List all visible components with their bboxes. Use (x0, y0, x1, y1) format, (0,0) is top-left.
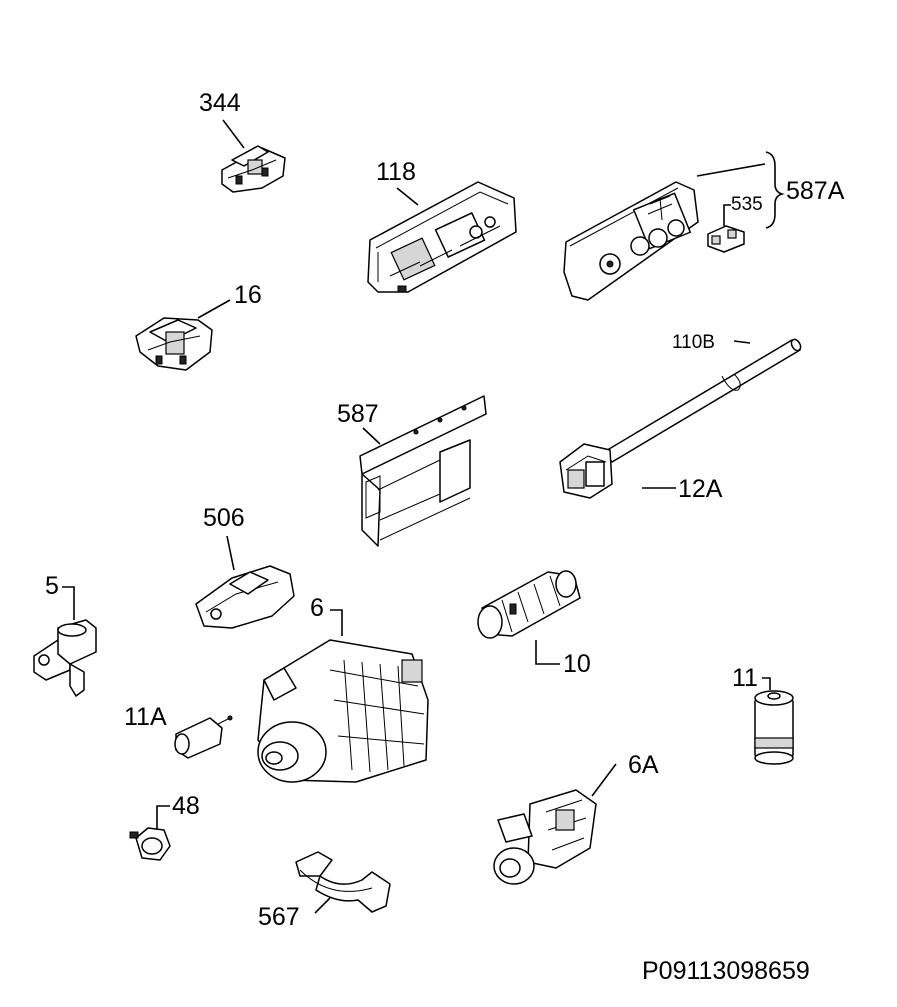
part-6A-drain-pump (493, 789, 597, 885)
label-16: 16 (234, 281, 262, 309)
leader-48 (156, 805, 170, 830)
part-118-control-board (367, 181, 517, 293)
part-12A-pressure-switch (559, 443, 613, 499)
part-11-cylinder (754, 690, 794, 765)
label-10: 10 (563, 650, 591, 678)
label-587: 587 (337, 400, 379, 428)
part-10-heater (477, 570, 581, 639)
part-535-connector (707, 225, 745, 253)
label-110B: 110B (672, 332, 715, 353)
leader-6 (330, 609, 343, 636)
part-16-door-lock (135, 317, 213, 371)
label-6: 6 (310, 594, 324, 622)
part-344-switch (221, 145, 286, 193)
part-5-valve (33, 619, 97, 697)
part-11A-capacitor (174, 715, 233, 759)
label-535: 535 (731, 194, 763, 215)
label-6A: 6A (628, 751, 659, 779)
label-344: 344 (199, 89, 241, 117)
part-6-motor (257, 639, 429, 783)
label-5: 5 (45, 572, 59, 600)
drawing-code: P09113098659 (642, 957, 810, 985)
label-587A: 587A (786, 177, 845, 205)
label-48: 48 (172, 792, 200, 820)
leader-6A (591, 763, 617, 797)
leader-567 (314, 897, 331, 914)
leader-344 (222, 119, 245, 149)
leader-535 (723, 204, 731, 226)
bracket-587A (765, 151, 785, 229)
leader-506 (226, 535, 235, 571)
label-12A: 12A (678, 475, 723, 503)
part-587A-display-board (563, 181, 699, 301)
part-110B-pressure-hose (603, 338, 802, 463)
leader-16 (197, 299, 231, 319)
leader-10 (535, 640, 560, 665)
label-11: 11 (732, 664, 758, 692)
label-506: 506 (203, 504, 245, 532)
part-587-bracket (359, 395, 487, 547)
leader-11 (762, 677, 771, 690)
label-118: 118 (376, 158, 416, 186)
part-567-holder (295, 851, 391, 913)
part-506-cover (195, 565, 295, 629)
leader-587A-board (696, 163, 766, 177)
leader-118 (396, 187, 419, 206)
leader-587 (362, 427, 381, 445)
leader-5 (62, 586, 75, 620)
leader-110B (733, 340, 751, 344)
label-567: 567 (258, 903, 300, 931)
part-48-sensor (129, 827, 171, 861)
label-11A: 11A (124, 703, 167, 731)
